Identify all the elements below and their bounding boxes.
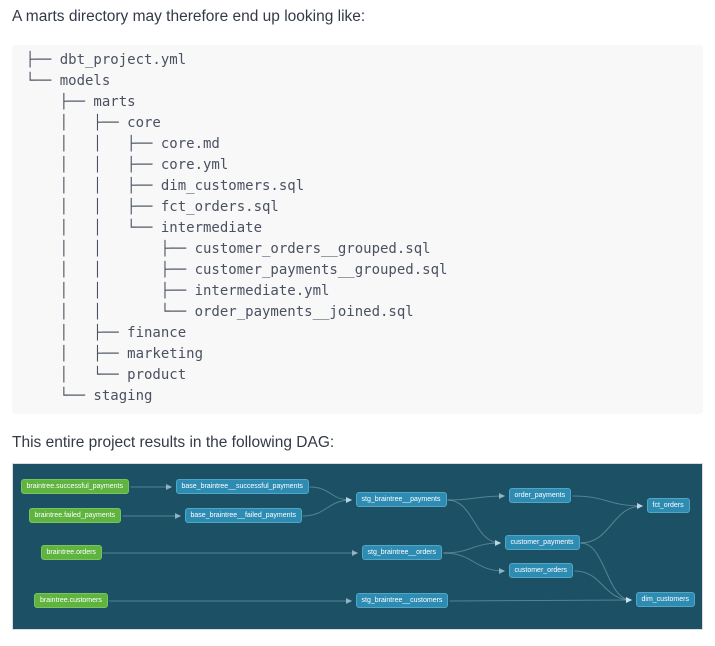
dag-node-braintree-successful-payments: braintree.successful_payments: [20, 478, 129, 494]
dag-edge: [580, 542, 632, 603]
dag-node-stg-braintree-orders: stg_braintree__orders: [361, 544, 442, 560]
dag-node-braintree-orders: braintree.orders: [40, 544, 102, 560]
dag-image[interactable]: braintree.successful_payments braintree.f…: [12, 463, 703, 630]
docs-page: A marts directory may therefore end up l…: [0, 6, 715, 630]
dag-edge: [449, 597, 632, 604]
dag-edge: [572, 495, 643, 509]
dag-node-dim-customers: dim_customers: [635, 591, 695, 607]
dag-edge: [447, 493, 505, 501]
dag-node-fct-orders: fct_orders: [646, 497, 690, 513]
dag-node-order-payments: order_payments: [508, 487, 572, 503]
dag-node-stg-braintree-customers: stg_braintree__customers: [355, 592, 449, 608]
code-block: ├── dbt_project.yml └── models ├── marts…: [12, 45, 703, 414]
intro-text: A marts directory may therefore end up l…: [12, 8, 366, 25]
dag-node-braintree-customers: braintree.customers: [34, 592, 108, 608]
dag-node-braintree-failed-payments: braintree.failed_payments: [28, 507, 122, 523]
dag-node-base-braintree-successful-payments: base_braintree__successful_payments: [175, 478, 309, 494]
dag-node-stg-braintree-payments: stg_braintree__payments: [355, 491, 447, 507]
dag-caption: This entire project results in the follo…: [12, 434, 335, 451]
dag-node-base-braintree-failed-payments: base_braintree__failed_payments: [184, 507, 302, 523]
dag-edge: [447, 499, 501, 546]
dag-edge: [443, 540, 501, 554]
dag-node-customer-orders: customer_orders: [508, 562, 574, 578]
dag-node-customer-payments: customer_payments: [504, 534, 580, 550]
dag-edge: [302, 497, 352, 517]
dag-edge: [580, 503, 643, 544]
dag-edge: [309, 486, 352, 503]
directory-tree: ├── dbt_project.yml └── models ├── marts…: [26, 52, 448, 404]
dag-edge: [574, 570, 632, 603]
dag-edge: [443, 552, 505, 574]
